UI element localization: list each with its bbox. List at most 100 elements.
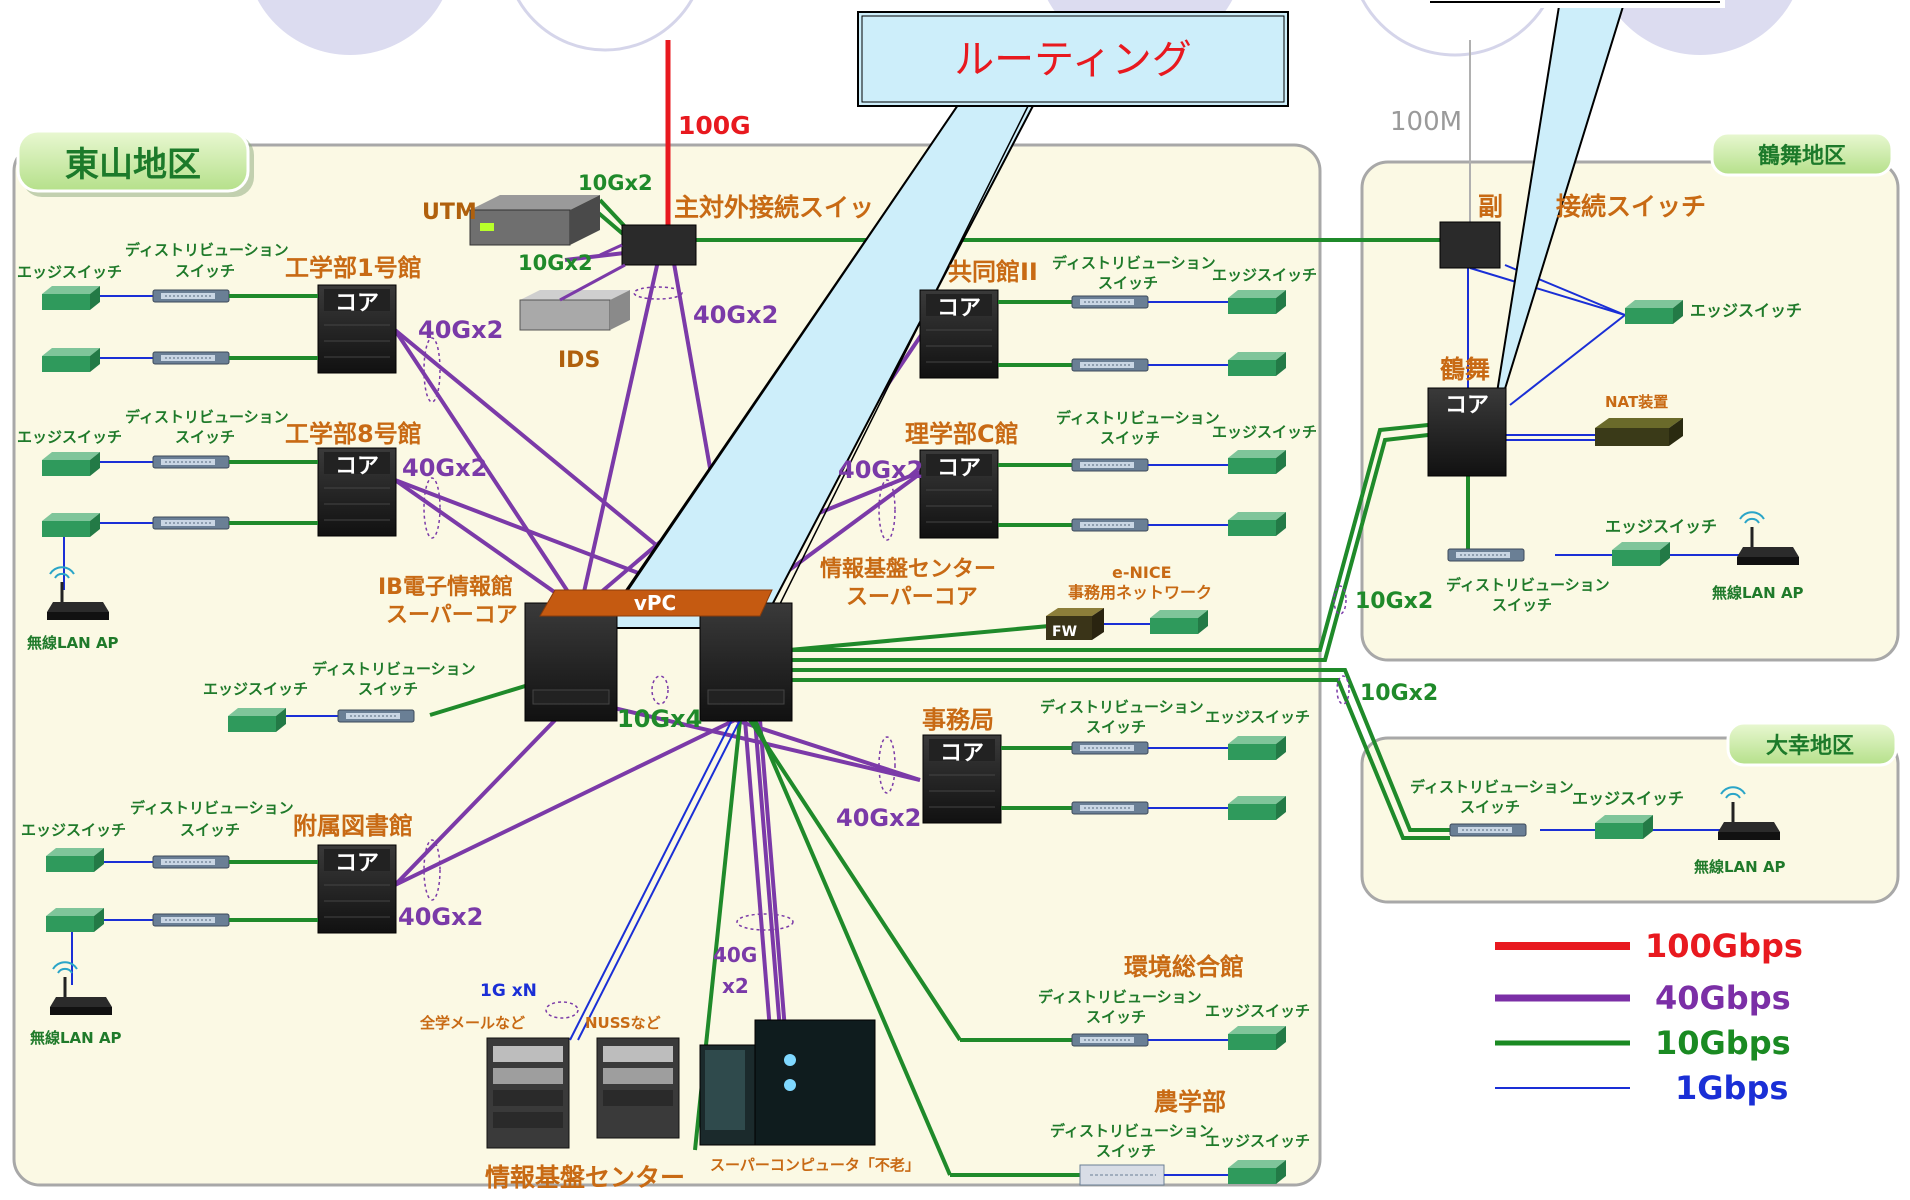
tsurumai-dist-switch [1447, 548, 1525, 562]
ib-supercore-label: スーパーコア [386, 603, 518, 628]
region-label-tsurumai: 鶴舞地区 [1758, 143, 1846, 169]
dist-label: ディストリビューション [1040, 698, 1204, 716]
label-40g: 40G [713, 943, 757, 967]
dist-label: スイッチ [1098, 274, 1158, 292]
region-tag-daiko: 大幸地区 [1726, 721, 1898, 767]
itc-supercore-label: スーパーコア [846, 585, 978, 610]
daiko-dist-switch [1449, 823, 1527, 837]
eng8-access-row-1 [42, 452, 318, 476]
dist-label: ディストリビューション [125, 241, 289, 259]
rigaku-access-rows [998, 450, 1286, 536]
library-access-row-2 [46, 908, 318, 932]
edge-label: エッジスイッチ [1605, 517, 1717, 536]
core-eng8: コア [317, 447, 397, 537]
wlan-label: 無線LAN AP [30, 1029, 122, 1047]
fw-device: FW [1046, 608, 1104, 640]
legend-label-1g: 1Gbps [1675, 1069, 1788, 1107]
jimu-label: 事務局 [922, 706, 994, 734]
callout-text: ルーティング [954, 37, 1192, 83]
edge-label: エッジスイッチ [21, 821, 126, 839]
supercomputer-furo [699, 1019, 876, 1146]
library-access-row-1 [46, 848, 318, 872]
label-utm-10gx2-b: 10Gx2 [518, 251, 593, 275]
ids-device [519, 290, 630, 331]
eng1-label: 工学部1号館 [285, 254, 422, 282]
enice-label: e-NICE [1112, 563, 1172, 582]
sub-ext-switch-label-b: 接続スイッチ [1556, 192, 1706, 221]
edge-label: エッジスイッチ [17, 428, 122, 446]
nuss-server-label: NUSSなど [585, 1014, 661, 1032]
super-core-ib [524, 602, 618, 722]
dist-label: スイッチ [175, 262, 235, 280]
core-rigaku-c: コア [919, 449, 999, 539]
wlan-label: 無線LAN AP [27, 634, 119, 652]
edge-label: エッジスイッチ [1212, 266, 1317, 284]
sub-ext-switch [1439, 221, 1501, 269]
label-40gx2-rigaku: 40Gx2 [838, 456, 923, 484]
core-label: コア [335, 291, 379, 316]
edge-label: エッジスイッチ [17, 263, 122, 281]
legend: 100Gbps 40Gbps 10Gbps 1Gbps [1495, 927, 1803, 1107]
region-tag-higashiyama: 東山地区 [16, 129, 254, 197]
region-label-daiko: 大幸地区 [1766, 733, 1854, 759]
nuss-server-rack [596, 1037, 680, 1139]
dist-label: ディストリビューション [312, 660, 476, 678]
wlan-label: 無線LAN AP [1712, 584, 1804, 602]
super-core-itc [699, 602, 793, 722]
library-label: 附属図書館 [293, 812, 413, 840]
vpc-label: vPC [634, 591, 676, 615]
dist-label: スイッチ [1492, 596, 1552, 614]
label-40gx2-library: 40Gx2 [398, 903, 483, 931]
nat-label: NAT装置 [1605, 393, 1668, 411]
dist-label: スイッチ [1086, 718, 1146, 736]
core-label: コア [335, 454, 379, 479]
daiko-edge-switch [1595, 815, 1653, 839]
dist-label: ディストリビューション [125, 408, 289, 426]
label-40gx2-jimu: 40Gx2 [836, 804, 921, 832]
edge-label: エッジスイッチ [1205, 708, 1310, 726]
dist-label: スイッチ [180, 821, 240, 839]
dist-label: スイッチ [358, 680, 418, 698]
routing-callout: ルーティング [599, 11, 1289, 629]
nat-device [1595, 418, 1683, 446]
mail-server-label: 全学メールなど [419, 1014, 525, 1032]
region-tag-tsurumai: 鶴舞地区 [1710, 131, 1894, 177]
itc-bottom-label: 情報基盤センター [485, 1163, 685, 1192]
utm-device [469, 195, 600, 246]
eng8-label: 工学部8号館 [285, 420, 422, 448]
enice-network-label: 事務用ネットワーク [1068, 583, 1212, 602]
fw-label: FW [1052, 624, 1077, 640]
legend-label-100g: 100Gbps [1645, 927, 1803, 965]
label-x2: x2 [722, 974, 749, 998]
label-40gx2-ext: 40Gx2 [693, 301, 778, 329]
tsurumai-core-label: 鶴舞 [1440, 355, 1490, 384]
edge-label: エッジスイッチ [1205, 1002, 1310, 1020]
label-10gx4: 10Gx4 [617, 705, 702, 733]
label-10gx2-daiko: 10Gx2 [1360, 681, 1438, 706]
rigaku-c-label: 理学部C館 [905, 420, 1019, 448]
jimu-access-rows [1001, 736, 1286, 820]
tsurumai-edge-switch-2 [1612, 542, 1670, 566]
dist-label: ディストリビューション [1038, 988, 1202, 1006]
kyodo2-label: 共同館II [948, 258, 1038, 286]
dist-label: スイッチ [1096, 1142, 1156, 1160]
legend-label-40g: 40Gbps [1655, 979, 1791, 1017]
core-kyodo2: コア [919, 289, 999, 379]
legend-label-10g: 10Gbps [1655, 1024, 1791, 1062]
sub-ext-switch-label-a: 副 [1478, 192, 1503, 221]
dist-label: スイッチ [1100, 429, 1160, 447]
enice-edge-switch [1150, 610, 1208, 634]
label-1gxn: 1G xN [480, 981, 537, 1001]
edge-label: エッジスイッチ [203, 680, 308, 698]
utm-label: UTM [422, 200, 477, 225]
ib-access-row [228, 708, 415, 732]
main-ext-switch-label: 主対外接続スイッ [674, 193, 874, 222]
mail-server-rack [486, 1037, 570, 1149]
label-100m: 100M [1390, 107, 1462, 137]
ids-label: IDS [558, 348, 600, 373]
core-label: コア [937, 296, 981, 321]
nogaku-access-row [950, 1160, 1286, 1186]
region-label-higashiyama: 東山地区 [65, 145, 201, 185]
edge-label: エッジスイッチ [1572, 789, 1684, 808]
